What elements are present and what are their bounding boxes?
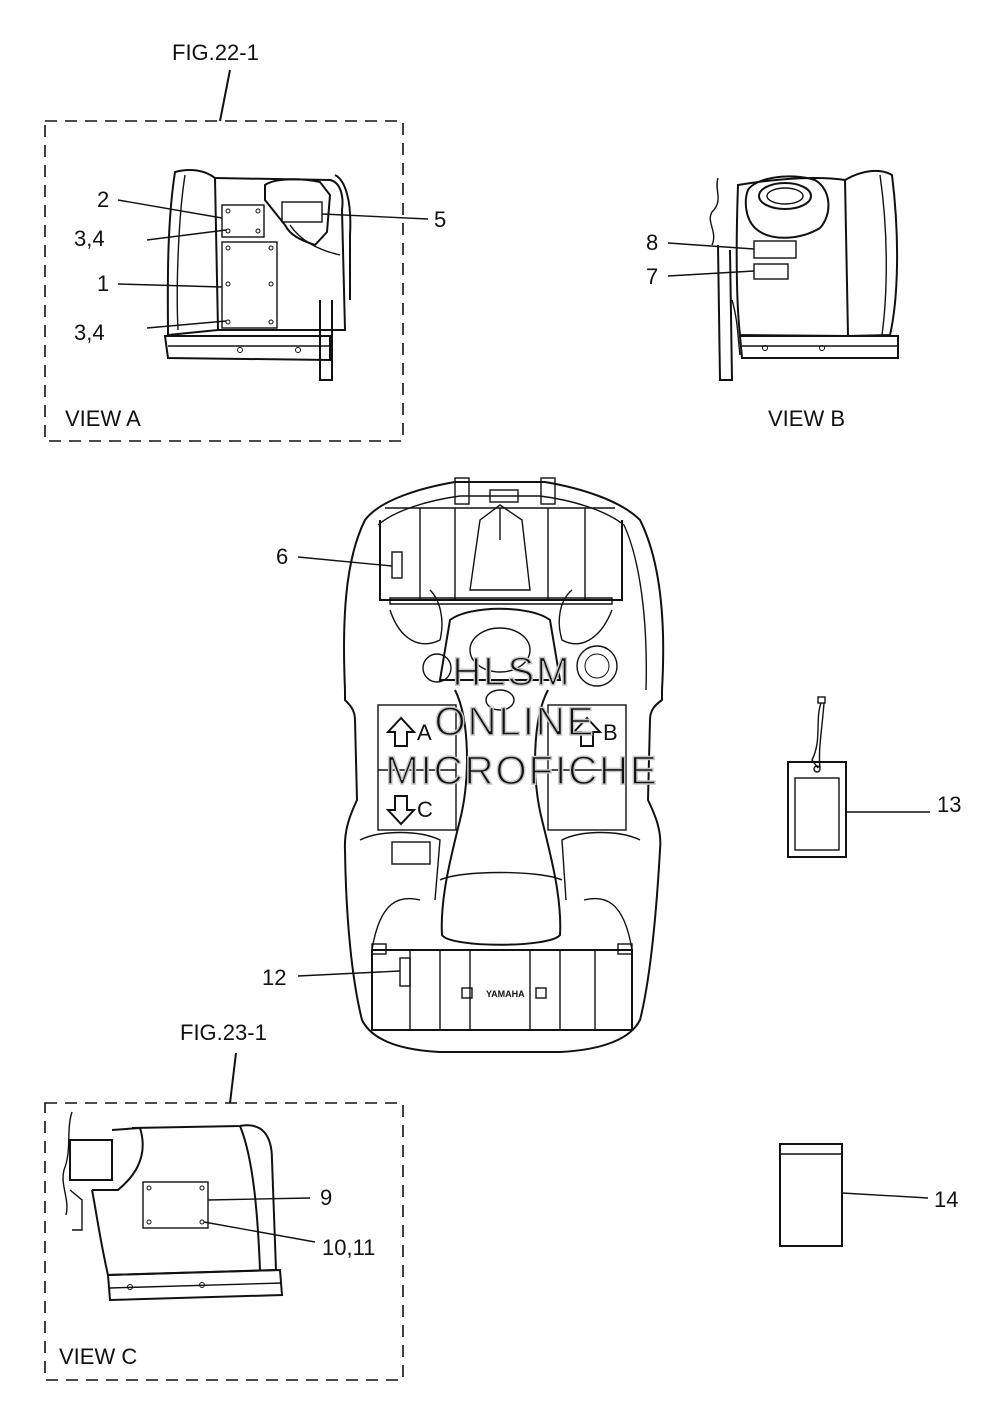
view-a-fender-drawing xyxy=(163,169,352,381)
callout-8-leader xyxy=(667,242,755,250)
callout-6-leader xyxy=(297,556,393,567)
callout-8: 8 xyxy=(646,230,658,255)
callout-1-leader xyxy=(117,283,223,288)
view-a-arrow xyxy=(385,716,417,747)
callout-9: 9 xyxy=(320,1185,332,1210)
item-14-drawing: 14 xyxy=(779,1143,958,1247)
watermark-line-3: MICROFICHE xyxy=(385,749,658,793)
view-c-border xyxy=(44,1102,404,1381)
decal-5 xyxy=(281,201,323,223)
decal-1 xyxy=(221,241,278,329)
callout-14: 14 xyxy=(934,1187,958,1212)
callout-5: 5 xyxy=(434,207,446,232)
callout-2: 2 xyxy=(97,187,109,212)
decal-12 xyxy=(399,957,411,987)
callout-14-leader xyxy=(841,1192,929,1199)
fig-23-1-ref: FIG.23-1 xyxy=(180,1020,267,1045)
callout-6: 6 xyxy=(276,544,288,569)
callout-3-4-top-leader xyxy=(146,229,227,241)
decal-8 xyxy=(753,240,797,259)
fig-23-1-leader xyxy=(229,1052,237,1104)
callout-2-leader xyxy=(117,199,223,219)
fig-22-1-ref: FIG.22-1 xyxy=(172,40,259,65)
callout-13: 13 xyxy=(937,792,961,817)
atv-top-view: YAMAHA A B C 6 12 xyxy=(262,477,665,1053)
view-c-label: VIEW C xyxy=(59,1344,137,1369)
callout-1: 1 xyxy=(97,271,109,296)
view-b-label: VIEW B xyxy=(768,406,845,431)
callout-7: 7 xyxy=(646,264,658,289)
fig-22-1-leader xyxy=(219,69,231,122)
view-c-panel: FIG.23-1 VIEW C 9 10,11 xyxy=(44,1020,404,1381)
callout-5-leader xyxy=(321,213,429,220)
decal-2 xyxy=(221,204,265,238)
tag-13-drawing: 13 xyxy=(787,696,961,858)
watermark: HLSM ONLINE MICROFICHE xyxy=(385,649,658,794)
view-a-label: VIEW A xyxy=(65,406,141,431)
watermark-line-2: ONLINE xyxy=(435,700,596,744)
view-c-arrow xyxy=(385,795,417,826)
callout-3-4-bottom: 3,4 xyxy=(74,320,105,345)
decal-7 xyxy=(753,263,789,280)
decal-9 xyxy=(142,1181,209,1229)
view-c-fender-drawing xyxy=(62,1111,284,1302)
watermark-line-1: HLSM xyxy=(452,650,571,694)
view-a-arrow-label: A xyxy=(417,720,432,745)
callout-10-11: 10,11 xyxy=(322,1235,375,1260)
callout-12-leader xyxy=(297,970,401,977)
vehicle-mark: YAMAHA xyxy=(486,989,525,999)
callout-12: 12 xyxy=(262,965,286,990)
callout-3-4-top: 3,4 xyxy=(74,226,105,251)
view-b-fender-drawing xyxy=(709,169,899,381)
view-b-arrow xyxy=(571,716,603,747)
callout-7-leader xyxy=(667,270,755,277)
view-b-panel: VIEW B 8 7 xyxy=(646,169,899,431)
view-b-arrow-label: B xyxy=(603,720,618,745)
view-c-arrow-label: C xyxy=(417,797,433,822)
view-a-panel: FIG.22-1 VIEW A xyxy=(44,40,446,442)
callout-3-4-bottom-leader xyxy=(146,320,227,329)
callout-10-11-leader xyxy=(203,1221,316,1243)
decal-6 xyxy=(391,551,403,579)
callout-9-leader xyxy=(207,1197,311,1201)
